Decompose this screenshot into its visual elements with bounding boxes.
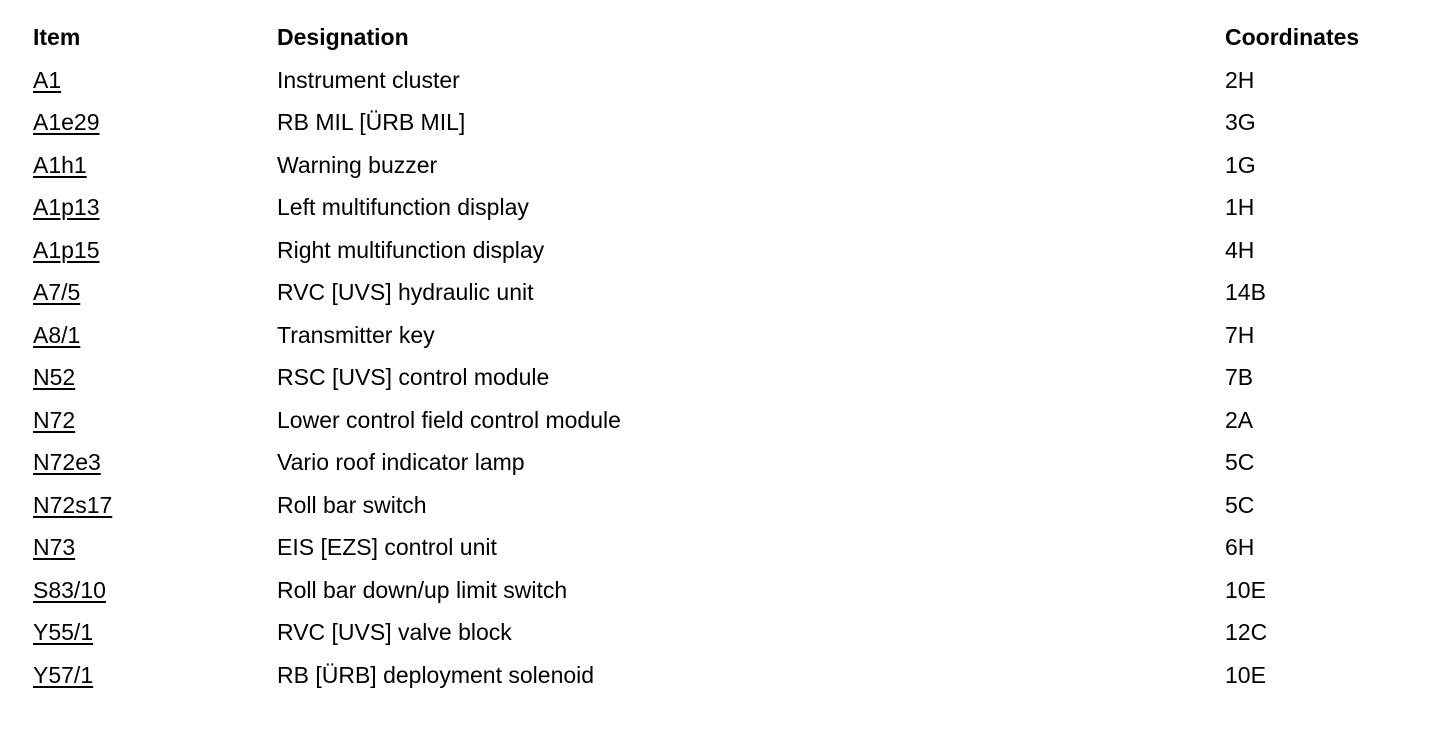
designation-cell: RVC [UVS] valve block xyxy=(277,619,512,645)
table-row: A1 Instrument cluster 2H xyxy=(33,59,1413,102)
item-link[interactable]: A1 xyxy=(33,66,62,93)
designation-cell: RVC [UVS] hydraulic unit xyxy=(277,279,534,305)
item-link[interactable]: N52 xyxy=(33,364,76,390)
designation-cell: RSC [UVS] control module xyxy=(277,364,550,390)
designation-cell: Lower control field control module xyxy=(277,406,621,433)
designation-cell: Warning buzzer xyxy=(277,151,438,178)
designation-cell: Roll bar down/up limit switch xyxy=(277,576,568,603)
item-link[interactable]: A1p13 xyxy=(33,194,100,220)
table-row: N52 RSC [UVS] control module 7B xyxy=(33,356,1413,399)
table-row: N72e3 Vario roof indicator lamp 5C xyxy=(33,441,1413,484)
table-row: A7/5 RVC [UVS] hydraulic unit 14B xyxy=(33,271,1413,314)
coordinates-cell: 2H xyxy=(1225,66,1255,93)
table-row: N73 EIS [EZS] control unit 6H xyxy=(33,526,1413,569)
coordinates-cell: 12C xyxy=(1225,619,1268,645)
item-link[interactable]: N72 xyxy=(33,406,76,433)
item-link[interactable]: A1e29 xyxy=(33,109,100,135)
table-row: Y55/1 RVC [UVS] valve block 12C xyxy=(33,611,1413,654)
coordinates-cell: 2A xyxy=(1225,406,1254,433)
coordinates-cell: 1H xyxy=(1225,194,1255,220)
coordinates-cell: 3G xyxy=(1225,109,1256,135)
coordinates-cell: 7H xyxy=(1225,321,1255,348)
coordinates-cell: 6H xyxy=(1225,534,1255,560)
table-row: A1e29 RB MIL [ÜRB MIL] 3G xyxy=(33,101,1413,144)
item-link[interactable]: N72e3 xyxy=(33,449,101,475)
designation-cell: Vario roof indicator lamp xyxy=(277,449,525,475)
designation-cell: Transmitter key xyxy=(277,321,435,348)
coordinates-cell: 7B xyxy=(1225,364,1254,390)
coordinates-cell: 1G xyxy=(1225,151,1256,178)
coordinates-cell: 14B xyxy=(1225,279,1266,305)
table-row: Y57/1 RB [ÜRB] deployment solenoid 10E xyxy=(33,654,1413,697)
designation-cell: Instrument cluster xyxy=(277,66,460,93)
table-row: N72s17 Roll bar switch 5C xyxy=(33,484,1413,527)
item-link[interactable]: Y55/1 xyxy=(33,619,94,645)
table-row: A1p13 Left multifunction display 1H xyxy=(33,186,1413,229)
item-link[interactable]: A7/5 xyxy=(33,279,81,305)
header-coordinates: Coordinates xyxy=(1225,24,1360,50)
designation-cell: RB [ÜRB] deployment solenoid xyxy=(277,661,595,688)
header-designation: Designation xyxy=(277,24,409,50)
component-legend-table: Item Designation Coordinates A1 Instrume… xyxy=(33,16,1413,696)
designation-cell: EIS [EZS] control unit xyxy=(277,534,497,560)
table-row: A1h1 Warning buzzer 1G xyxy=(33,144,1413,187)
item-link[interactable]: N73 xyxy=(33,534,76,560)
coordinates-cell: 5C xyxy=(1225,491,1255,518)
item-link[interactable]: A1h1 xyxy=(33,151,87,178)
designation-cell: RB MIL [ÜRB MIL] xyxy=(277,109,466,135)
table-row: N72 Lower control field control module 2… xyxy=(33,399,1413,442)
item-link[interactable]: A1p15 xyxy=(33,236,100,263)
table-row: S83/10 Roll bar down/up limit switch 10E xyxy=(33,569,1413,612)
table-header-row: Item Designation Coordinates xyxy=(33,16,1413,59)
coordinates-cell: 10E xyxy=(1225,576,1266,603)
table-row: A8/1 Transmitter key 7H xyxy=(33,314,1413,357)
designation-cell: Right multifunction display xyxy=(277,236,545,263)
header-item: Item xyxy=(33,24,81,50)
coordinates-cell: 5C xyxy=(1225,449,1255,475)
item-link[interactable]: Y57/1 xyxy=(33,661,94,688)
coordinates-cell: 4H xyxy=(1225,236,1255,263)
coordinates-cell: 10E xyxy=(1225,661,1266,688)
item-link[interactable]: A8/1 xyxy=(33,321,81,348)
item-link[interactable]: N72s17 xyxy=(33,491,113,518)
designation-cell: Left multifunction display xyxy=(277,194,529,220)
item-link[interactable]: S83/10 xyxy=(33,576,106,603)
designation-cell: Roll bar switch xyxy=(277,491,427,518)
table-row: A1p15 Right multifunction display 4H xyxy=(33,229,1413,272)
